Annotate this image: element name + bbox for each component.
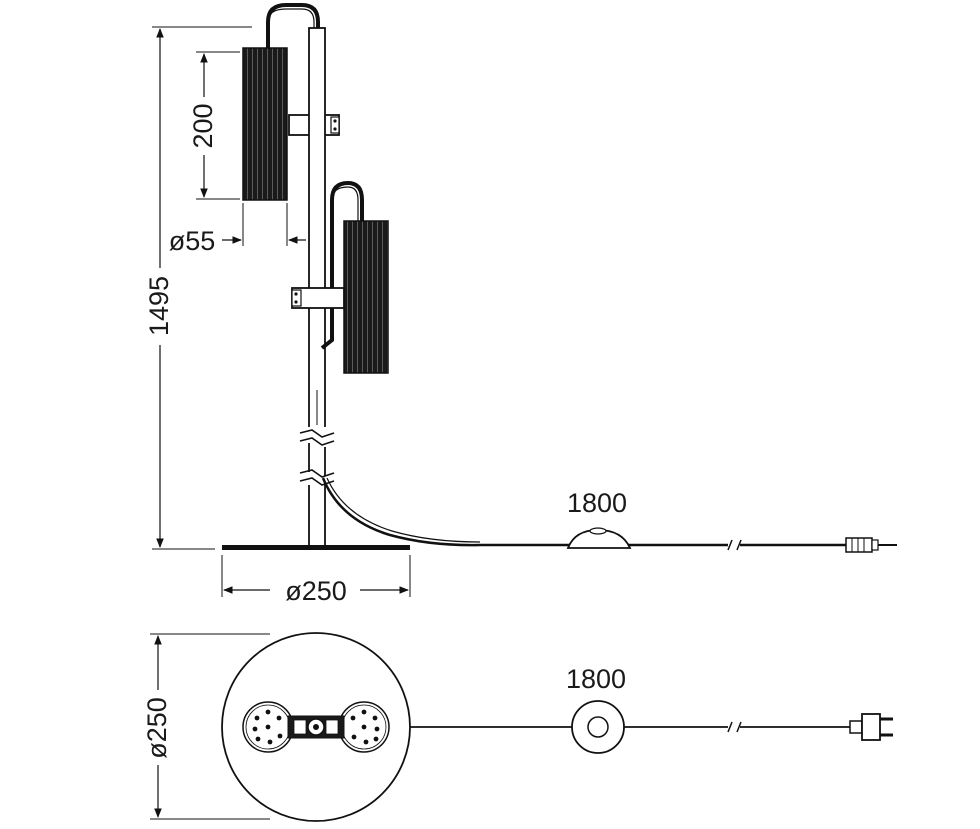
base-diameter-top-label: ø250: [142, 697, 172, 759]
lower-shade: [343, 220, 389, 374]
lower-clamp: [291, 287, 345, 309]
top-view: ø250: [142, 632, 893, 822]
base-diameter-top-dimension: ø250: [142, 633, 270, 820]
power-cable: [321, 477, 728, 547]
plug-side: [845, 537, 897, 553]
cable-length-top-label: 1800: [566, 664, 626, 694]
total-height-dimension: 1495: [144, 26, 252, 550]
inline-switch-top: [571, 700, 625, 754]
upper-arm: [266, 3, 320, 48]
shade-diameter-label: ø55: [169, 226, 216, 256]
shade-height-label: 200: [188, 103, 218, 148]
main-pole: [299, 27, 336, 547]
total-height-label: 1495: [144, 276, 174, 336]
base-diameter-side-label: ø250: [285, 576, 347, 606]
plug-top: [849, 713, 893, 741]
left-shade-top: [242, 701, 294, 753]
pole-clamp-top: [287, 715, 345, 739]
base-diameter-side-dimension: ø250: [221, 555, 411, 606]
upper-shade: [242, 47, 288, 201]
shade-height-dimension: 200: [188, 51, 240, 200]
shade-diameter-dimension: ø55: [169, 203, 306, 256]
inline-switch: [566, 527, 632, 549]
base-plate: [222, 545, 410, 550]
side-view: 1495 200 ø55: [144, 3, 897, 606]
right-shade-top: [338, 701, 390, 753]
cable-length-side-label: 1800: [567, 488, 627, 518]
